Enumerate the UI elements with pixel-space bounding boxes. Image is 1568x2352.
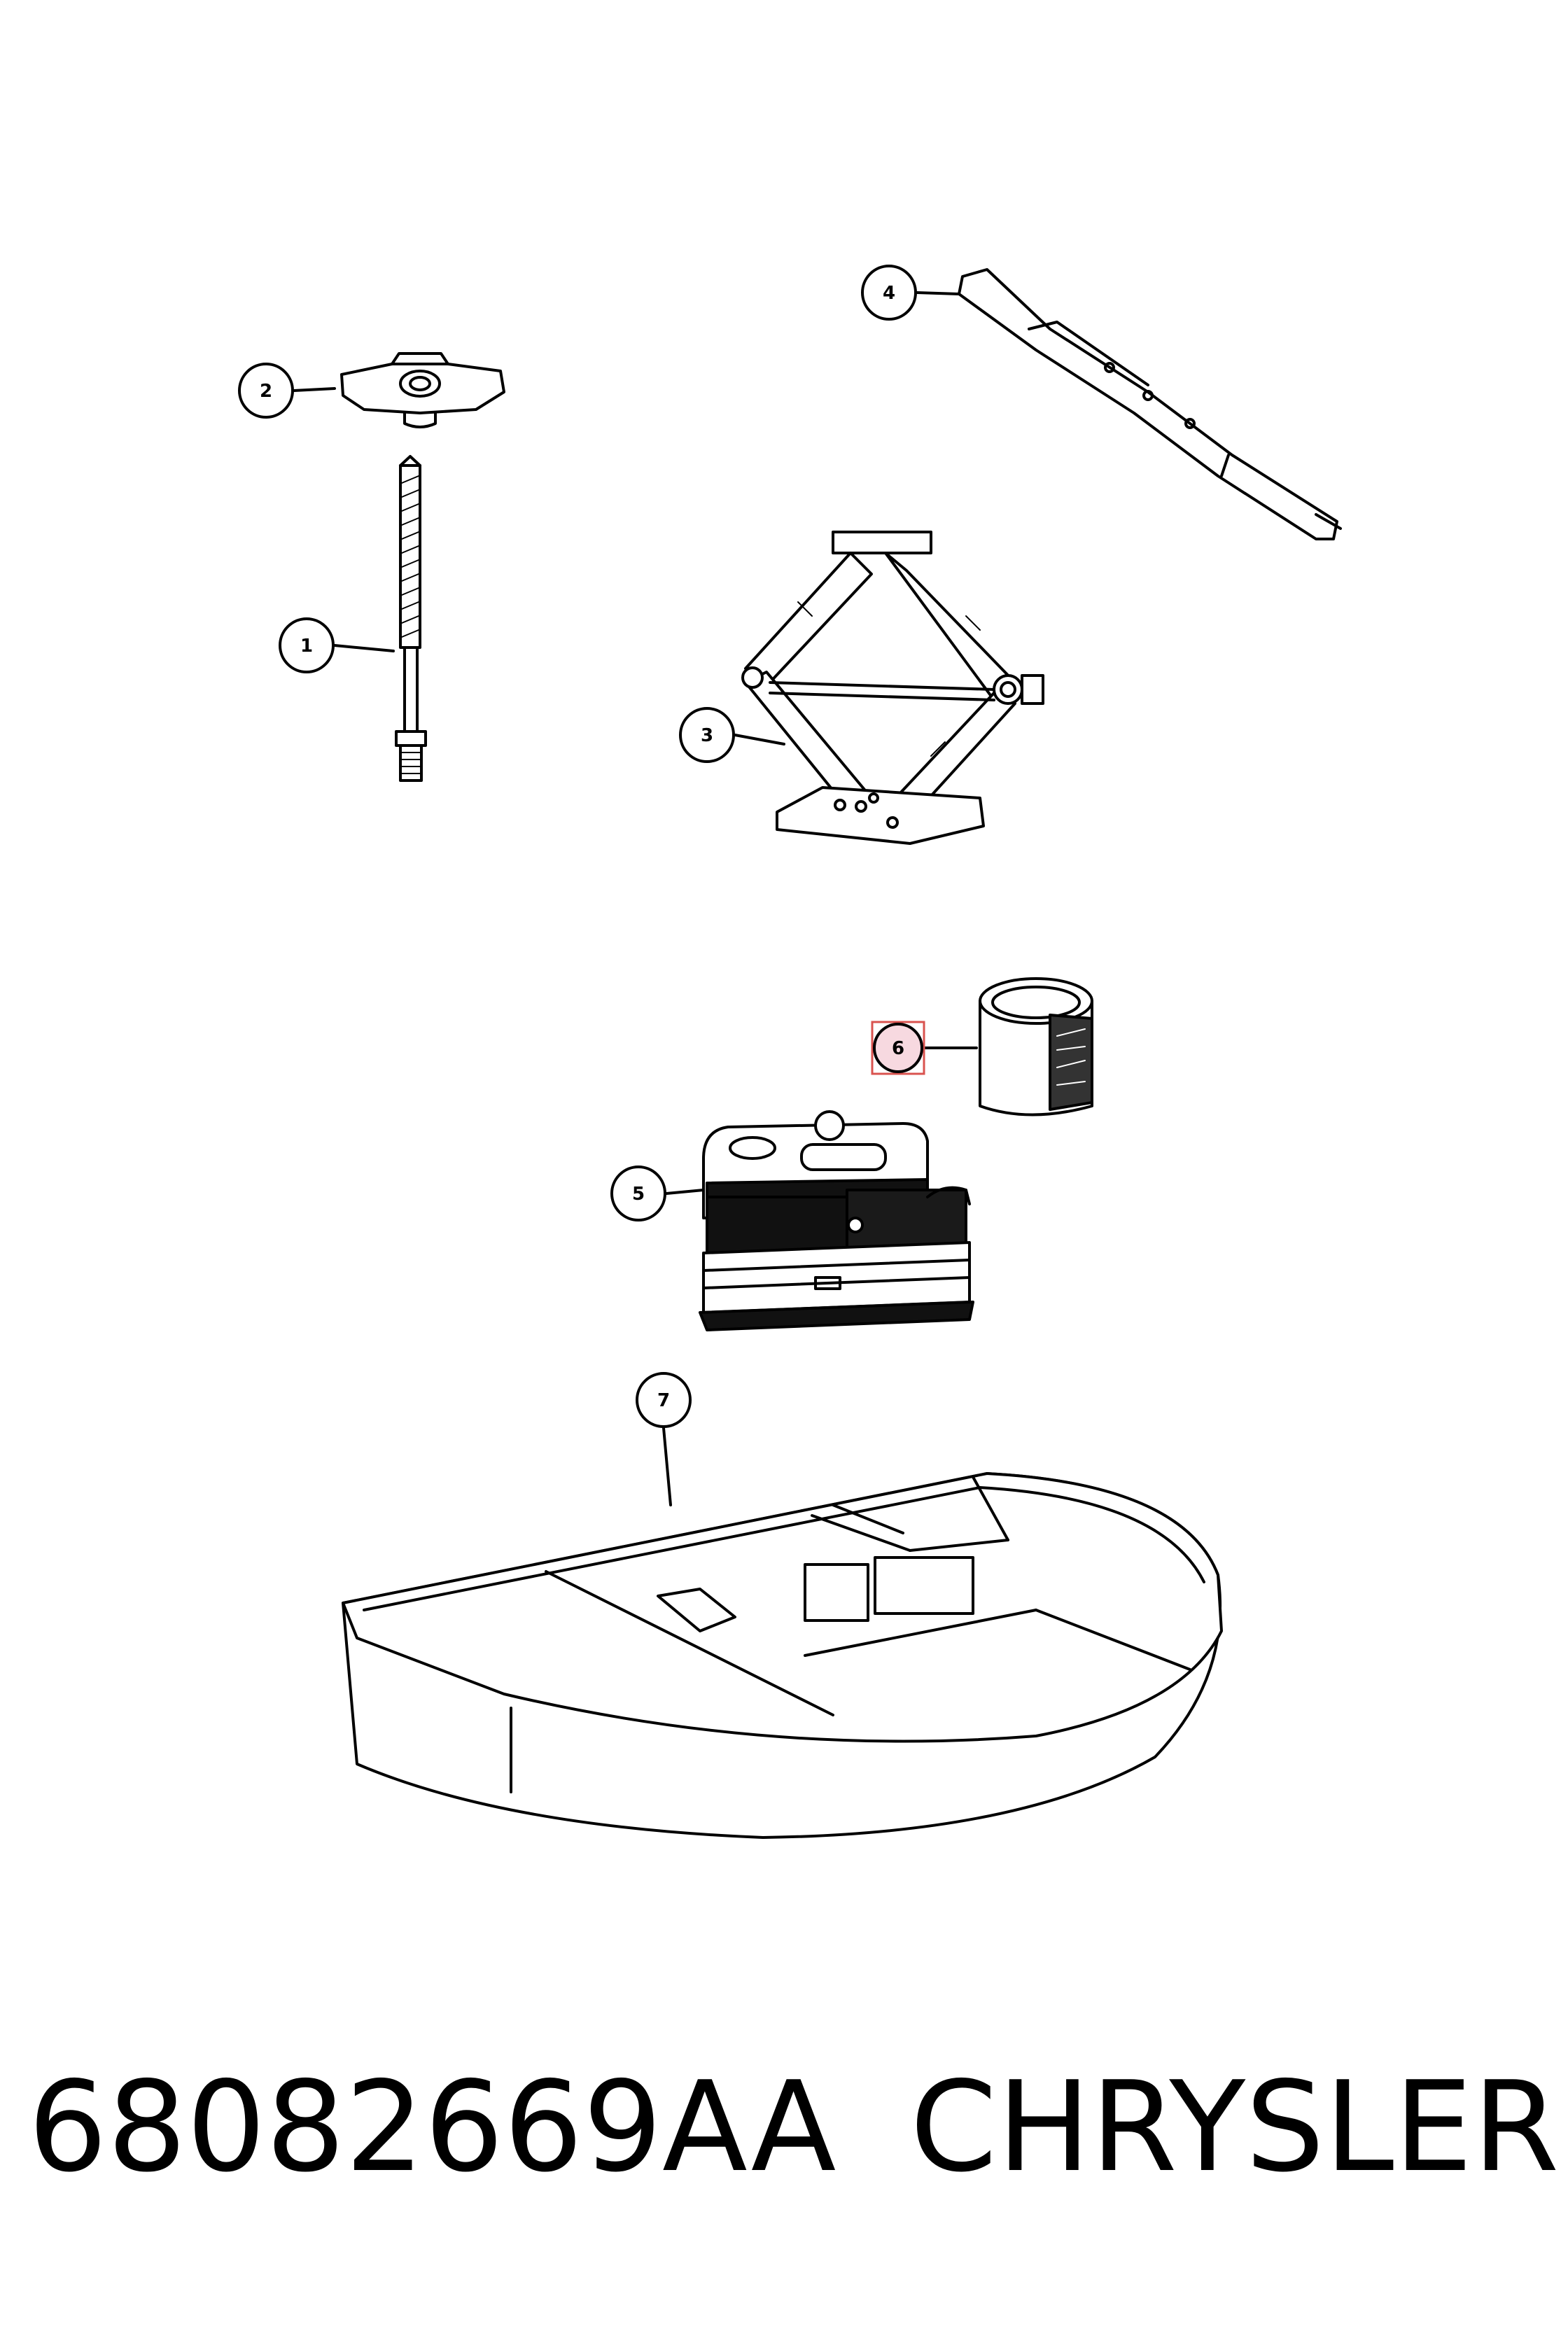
- part-2-wing-nut: [340, 352, 505, 428]
- callout-1: 1: [279, 617, 335, 673]
- part-7-storage-tray: [342, 1472, 1223, 1839]
- callout-7: 7: [636, 1372, 692, 1428]
- callout-5-label: 5: [632, 1184, 645, 1205]
- leader-lines: [293, 291, 978, 1506]
- part-5-air-compressor: [699, 1110, 974, 1331]
- brand-name: CHRYSLER: [910, 2054, 1560, 2199]
- part-6-sealant-canister: [979, 977, 1093, 1116]
- part-number: 68082669AA: [28, 2054, 836, 2199]
- callout-5: 5: [610, 1166, 666, 1222]
- callout-2: 2: [238, 363, 294, 419]
- callout-4-label: 4: [883, 283, 895, 304]
- callout-1-label: 1: [300, 636, 313, 657]
- part-4-jack-handle: [958, 268, 1342, 540]
- callout-2-label: 2: [260, 381, 272, 402]
- part-3-scissor-jack: [741, 531, 1044, 845]
- callout-6-highlight-box: [871, 1021, 925, 1075]
- callout-6-highlight-fill: [873, 1023, 923, 1073]
- callout-6-label: 6: [892, 1038, 904, 1059]
- callout-6: 6: [871, 1021, 925, 1075]
- callout-4: 4: [861, 265, 917, 321]
- callout-3-label: 3: [701, 725, 713, 746]
- callout-3: 3: [679, 707, 735, 763]
- part-1-extension-rod: [395, 455, 427, 782]
- callout-7-label: 7: [657, 1390, 670, 1411]
